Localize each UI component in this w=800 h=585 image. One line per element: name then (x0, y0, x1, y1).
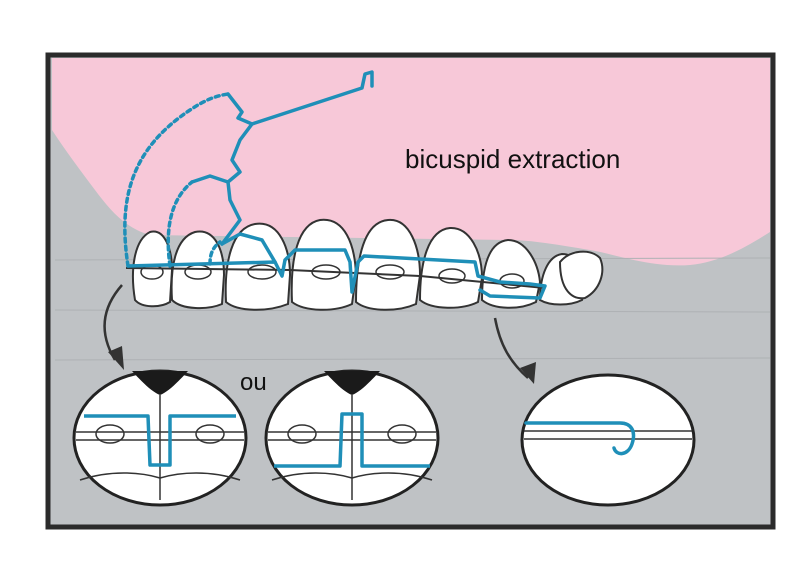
loop-detail-middle (264, 369, 440, 507)
gum-region (52, 58, 770, 266)
tooth-6 (418, 226, 484, 309)
blue-wire (123, 70, 547, 300)
teeth-row (132, 218, 604, 311)
hook-detail-right (520, 373, 696, 507)
wire-running (126, 248, 547, 300)
arrow-right-head (520, 362, 536, 384)
arrow-left-head (108, 346, 124, 370)
or-label: ou (240, 369, 267, 396)
loop-detail-left (72, 369, 248, 507)
wire-top-arm (220, 92, 254, 246)
tooth-9 (558, 250, 604, 300)
wire-second-loop (190, 174, 230, 184)
wire-top-extension (250, 70, 374, 126)
arrow-right-shaft (493, 317, 529, 379)
wire-dotted-arc-outer (123, 92, 230, 268)
title-label: bicuspid extraction (405, 144, 620, 174)
wire-dotted-arc-inner (166, 180, 194, 268)
tooth-3 (224, 222, 292, 311)
wire-dotted-end (208, 240, 222, 266)
wire-running-top (220, 232, 277, 264)
